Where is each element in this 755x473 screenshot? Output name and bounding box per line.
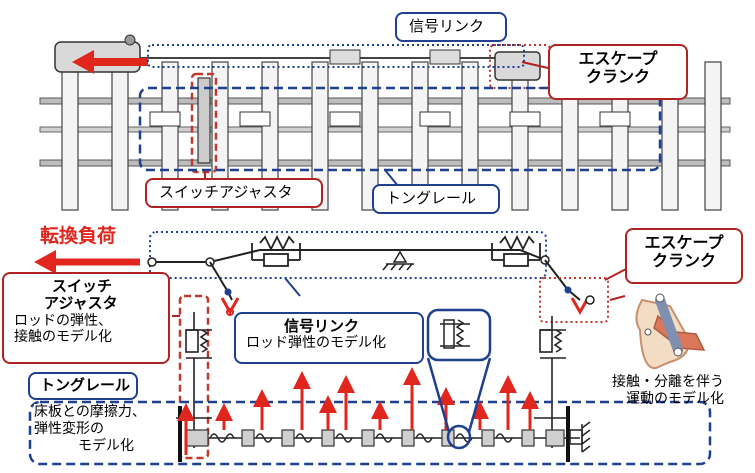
spring-damper-left xyxy=(252,237,300,266)
wall-support xyxy=(570,422,590,452)
switching-load-label: 転換負荷 xyxy=(40,226,116,248)
escape-crank-desc-2: 運動のモデル化 xyxy=(612,391,724,408)
friction-force-arrows xyxy=(186,376,530,455)
right-vertical-spring-damper xyxy=(534,316,570,448)
top-signal-link-text: 信号リンク xyxy=(409,17,484,35)
spring-damper-right xyxy=(492,237,540,266)
bottom-escape-crank-text-2: クランク xyxy=(627,252,741,270)
top-switch-adjuster-text: スイッチアジャスタ xyxy=(159,183,293,201)
escape-crank-desc-1: 接触・分離を伴う xyxy=(612,374,724,391)
tongue-rail-title: トングレール xyxy=(40,376,130,394)
signal-link-desc: ロッド弾性のモデル化 xyxy=(246,335,422,351)
switch-adjuster-desc-1: ロッドの弾性、 xyxy=(14,313,168,329)
top-switch-adjuster-label: スイッチアジャスタ xyxy=(145,178,323,208)
top-escape-crank-label: エスケープ クランク xyxy=(548,44,688,100)
switch-adjuster-desc-2: 接触のモデル化 xyxy=(14,329,168,345)
switch-machine-body xyxy=(55,42,140,72)
signal-link-model-region xyxy=(150,232,546,278)
zoom-detail-box xyxy=(428,310,490,360)
bottom-tongue-rail-label: トングレール xyxy=(28,372,138,400)
tongue-rail-desc-2: 弾性変形の xyxy=(34,421,146,438)
tongue-rail-desc-1: 床板との摩擦力、 xyxy=(34,404,146,421)
top-tongue-rail-text: トングレール xyxy=(386,189,476,207)
top-signal-link-label: 信号リンク xyxy=(395,12,507,42)
tongue-rail-desc: 床板との摩擦力、 弾性変形の モデル化 xyxy=(34,404,146,454)
switch-adjuster-title-1: スイッチ xyxy=(14,278,168,295)
escape-crank-desc: 接触・分離を伴う 運動のモデル化 xyxy=(612,374,724,408)
switch-adjuster-title-2: アジャスタ xyxy=(14,295,168,312)
bottom-escape-crank-text-1: エスケープ xyxy=(627,234,741,252)
signal-link-title: 信号リンク xyxy=(246,318,422,335)
tongue-rail-desc-3: モデル化 xyxy=(34,438,146,455)
top-escape-crank-text-2: クランク xyxy=(550,68,686,86)
top-escape-crank-text-1: エスケープ xyxy=(550,50,686,68)
top-tongue-rail-label: トングレール xyxy=(372,184,500,214)
escape-crank-illustration xyxy=(636,294,704,368)
bottom-switch-adjuster-label: スイッチ アジャスタ ロッドの弾性、 接触のモデル化 xyxy=(2,272,170,364)
ground-support xyxy=(383,252,414,270)
bottom-signal-link-label: 信号リンク ロッド弾性のモデル化 xyxy=(234,312,424,364)
bottom-escape-crank-label: エスケープ クランク xyxy=(625,228,743,284)
